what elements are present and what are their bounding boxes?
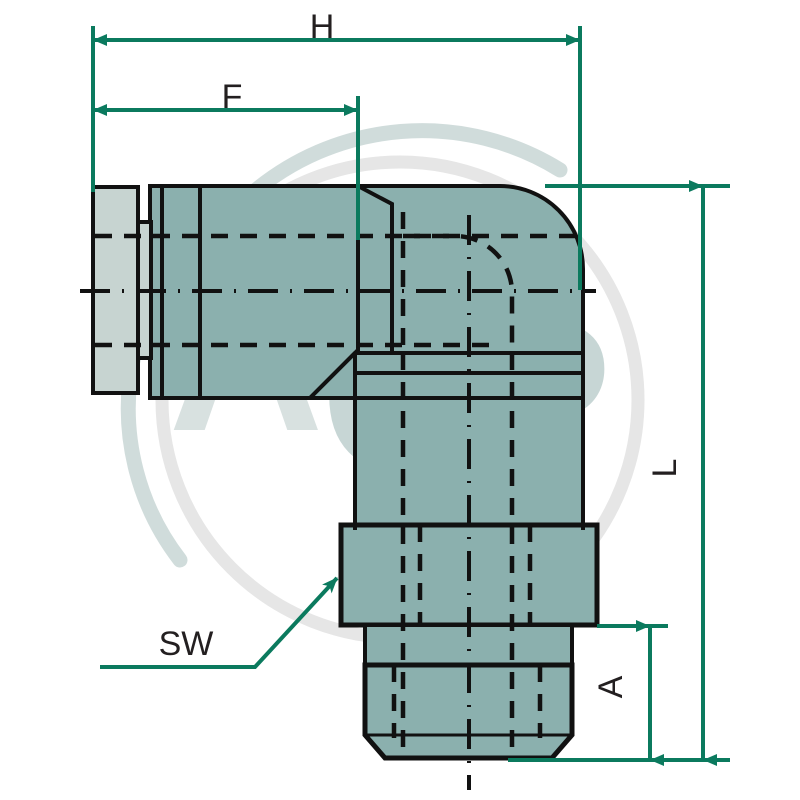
centre-lines: [80, 215, 596, 790]
hidden-elbow-arc: [403, 233, 515, 353]
dimension-label-L: L: [646, 459, 684, 478]
dimension-label-H: H: [310, 8, 335, 46]
dimension-labels: H F L A SW: [159, 8, 684, 698]
hidden-lines: [95, 212, 583, 758]
annotation-label-SW: SW: [159, 625, 214, 663]
dimension-label-F: F: [222, 78, 243, 116]
dimension-lines: [91, 26, 730, 766]
elbow-front-face: [356, 182, 394, 355]
sw-leader-line: [100, 576, 339, 669]
dimension-label-A: A: [592, 675, 630, 698]
